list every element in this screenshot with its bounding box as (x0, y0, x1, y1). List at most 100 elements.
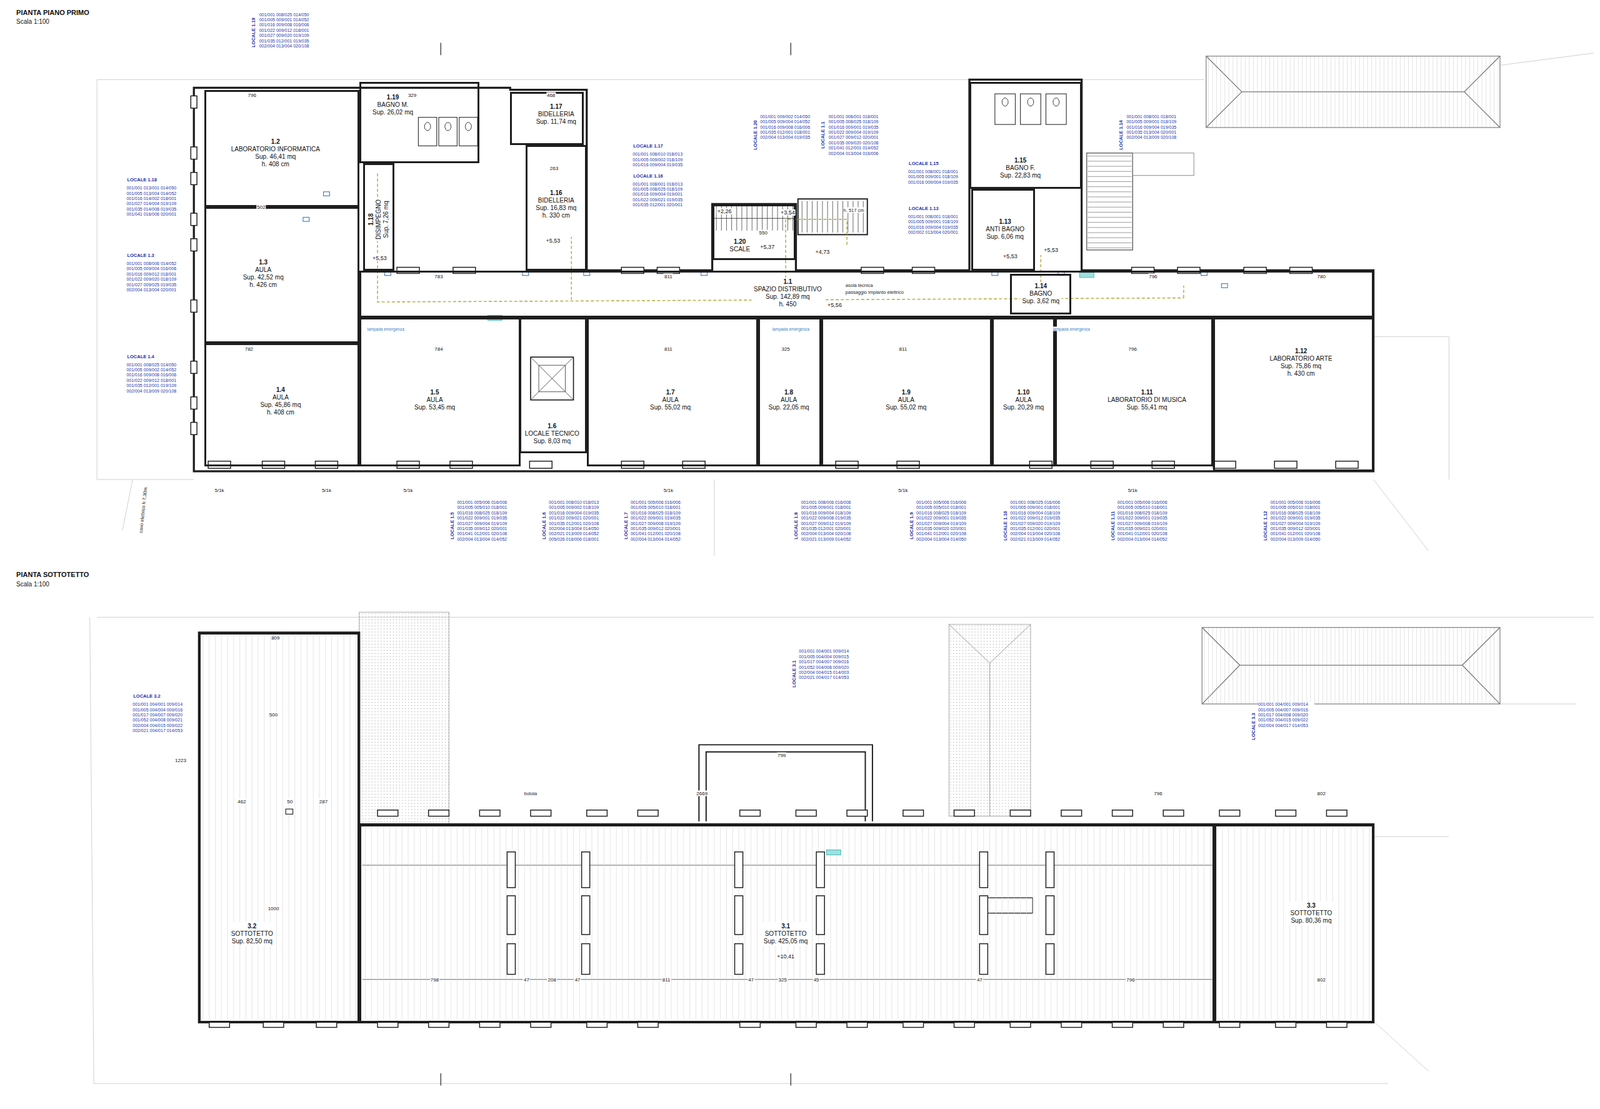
rafter-line (971, 827, 972, 1020)
rafter-line (1258, 827, 1260, 1020)
room-area: Sup. 11,74 mq (536, 118, 577, 126)
section-mark (440, 43, 791, 1086)
rafter-line (518, 827, 519, 1020)
annotation: cavo elettrico h 7,30m (137, 486, 149, 534)
dimension: 325 (778, 976, 788, 983)
dimension: 550 (758, 230, 769, 236)
room-number: 1.18 (367, 213, 375, 225)
room-height: h. 430 cm (1287, 370, 1315, 378)
rafter-line (695, 827, 697, 1020)
chimney (816, 895, 825, 935)
dormer-window (1163, 810, 1184, 817)
rafter-line (288, 635, 290, 1020)
rafter-line (258, 635, 259, 1020)
lift-shaft (530, 356, 574, 400)
rafter-line (331, 635, 332, 1020)
room-name: LABORATORIO INFORMATICA (231, 145, 320, 154)
dormer-window (1275, 810, 1297, 817)
toilet-stall (995, 93, 1016, 125)
annotation: botola (523, 790, 538, 796)
rafter-line (566, 827, 568, 1020)
dimension: 325 (780, 346, 790, 352)
chimney (1045, 895, 1054, 935)
rafter-line (989, 827, 990, 1020)
dimension: 796 (1128, 346, 1138, 352)
locale-tag: LOCALE 1.7 (622, 511, 629, 540)
rafter-line (1044, 827, 1045, 1020)
rafter-line (701, 827, 703, 1020)
room-number: 1.14 (1035, 282, 1047, 290)
rafter-line (689, 827, 690, 1020)
rafter-line (830, 827, 831, 1020)
code-list: 001/001 013/001 014/050 001/005 013/004 … (126, 185, 183, 217)
dimension: 502 (256, 204, 266, 210)
rafter-line (652, 827, 654, 1020)
rafter-line (1356, 827, 1358, 1020)
room-number: 1.8 (784, 388, 794, 397)
room-area: Sup. 7,26 mq (382, 200, 390, 238)
rafter-line (866, 827, 868, 1020)
rafter-line (1252, 827, 1254, 1020)
dimension: 5/1k (897, 486, 909, 493)
rafter-line (573, 827, 574, 1020)
window-niche (190, 146, 197, 160)
room-label: 3.1SOTTOTETTOSup. 425,05 mq (761, 921, 810, 946)
room-label: 1.12LABORATORIO ARTESup. 75,86 mqh. 430 … (1268, 346, 1335, 379)
dimension: 811 (663, 346, 674, 352)
elevation-mark: +5,53 (1043, 246, 1059, 254)
rafter-line (505, 827, 507, 1020)
rafter-line (873, 827, 874, 1020)
dimension: 5/1k (663, 486, 674, 493)
room-height: h. 408 cm (266, 408, 295, 417)
stair-step (816, 201, 818, 234)
stair-step (1087, 166, 1132, 167)
rafter-line (928, 827, 929, 1020)
locale-tag: LOCALE 1.9 (908, 511, 914, 540)
code-list: 001/001 008/001 018/001 001/005 008/025 … (828, 114, 885, 157)
stair-step (1087, 226, 1132, 228)
room-box: 3.3SOTTOTETTOSup. 80,36 mq (1214, 824, 1374, 1023)
window-niche (190, 396, 197, 410)
dimension: 799 (776, 752, 787, 759)
room-area: Sup. 425,05 mq (763, 937, 809, 945)
secondary-stair (798, 198, 868, 235)
roof-ridges (1201, 56, 1500, 704)
window-niche (190, 422, 197, 435)
stair-step (1087, 247, 1132, 249)
code-list: 001/001 008/006 014/052 001/005 009/004 … (126, 261, 183, 293)
rafter-line (1265, 827, 1266, 1020)
rafter-line (1210, 827, 1211, 1020)
rafter-line (377, 827, 379, 1020)
rafter-line (1026, 827, 1027, 1020)
room-area: Sup. 3,62 mq (1022, 297, 1060, 305)
room-name: AULA (255, 266, 272, 274)
locale-tag: LOCALE 1.3 (126, 252, 155, 259)
dimension: 2669 (695, 790, 709, 796)
rafter-line (383, 827, 384, 1020)
dormer-window (1112, 810, 1134, 817)
rafter-line (836, 827, 837, 1020)
room-box: 1.9AULASup. 55,02 mq (821, 317, 992, 467)
rafter-line (325, 635, 326, 1020)
room-label: 1.8AULASup. 22,05 mq (766, 388, 811, 412)
dimension: 782 (244, 346, 254, 352)
rafter-line (1142, 827, 1144, 1020)
dimension: 796 (1153, 790, 1163, 796)
roof-hips (948, 624, 1031, 817)
stair-step (801, 201, 803, 234)
rafter-line (1166, 827, 1168, 1020)
locale-tag: LOCALE 1.12 (1262, 510, 1269, 542)
room-name: AULA (426, 396, 443, 404)
room-box: 1.18DISIMPEGNOSup. 7,26 mq (363, 163, 395, 270)
purlin-line (362, 865, 1213, 980)
code-list: 001/001 004/001 009/014 001/005 004/004 … (798, 648, 855, 680)
code-list: 001/001 008/010 018/013 001/005 009/002 … (632, 151, 689, 168)
rafter-line (720, 827, 721, 1020)
dimension: 47 (523, 976, 530, 983)
wc-fixture (445, 122, 452, 131)
room-name: AULA (662, 396, 679, 404)
rafter-line (300, 635, 302, 1020)
rafter-line (1283, 827, 1284, 1020)
rafter-line (306, 635, 308, 1020)
rafter-line (646, 827, 648, 1020)
